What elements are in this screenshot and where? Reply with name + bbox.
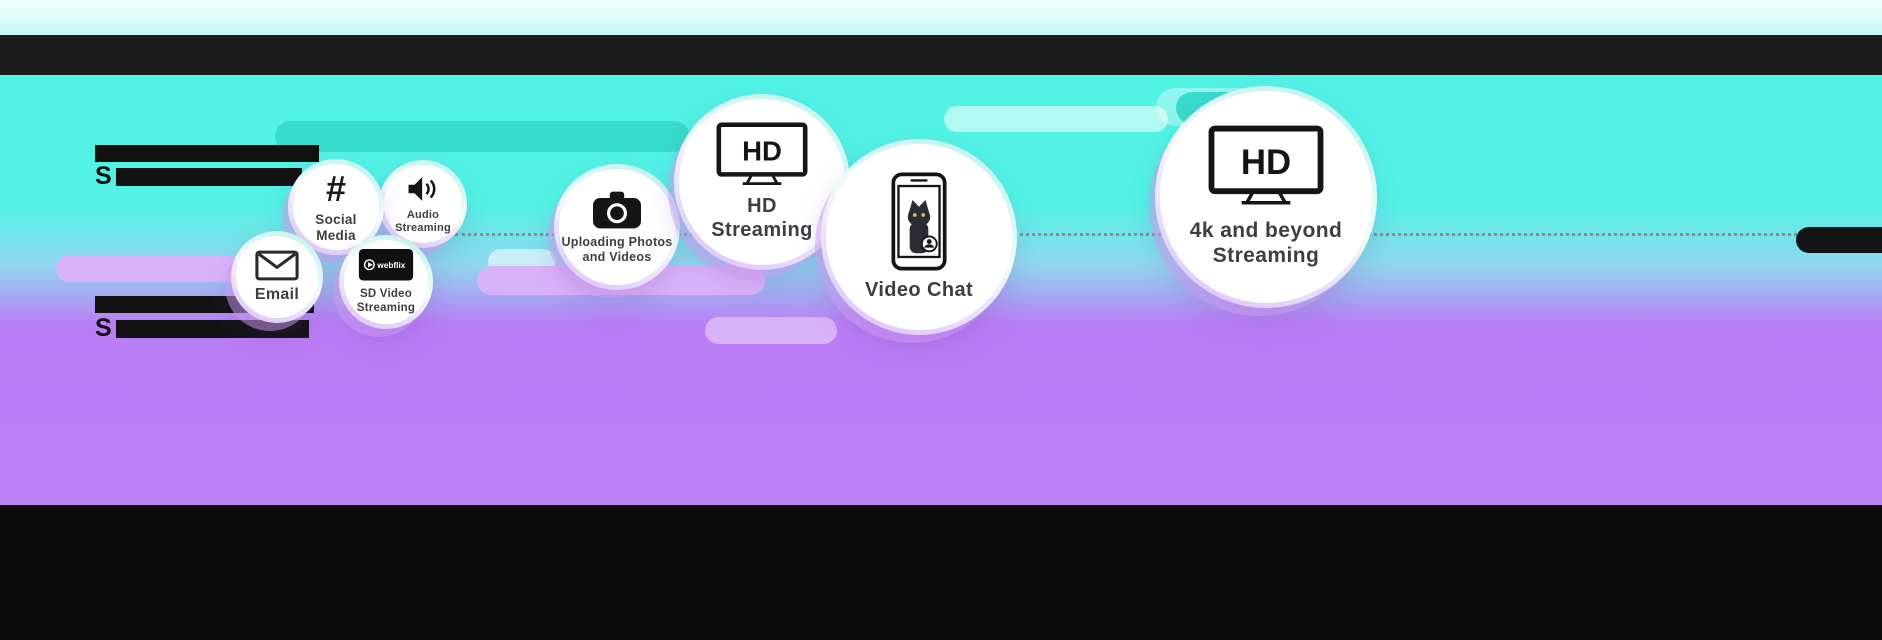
bubble-label: 4k and beyond Streaming — [1189, 219, 1343, 267]
bubble-email: Email — [231, 231, 323, 323]
webflix-screen-text: webflix — [376, 260, 406, 270]
bubble-label: HD Streaming — [711, 194, 813, 241]
bubble-uploading-photos: Uploading Photos and Videos — [554, 164, 680, 290]
hd-icon-text: HD — [742, 136, 782, 167]
bubble-sd-video-streaming: webflix SD Video Streaming — [339, 235, 433, 329]
redacted-text-row: S — [95, 314, 310, 343]
hd-tv-icon: HD — [1208, 125, 1324, 211]
bubble-label: SD Video Streaming — [356, 288, 416, 314]
bubble-label: Video Chat — [864, 278, 974, 301]
redacted-text-row: S — [95, 162, 303, 191]
speaker-icon — [406, 174, 440, 204]
bubble-social-media: # Social Media — [288, 159, 384, 255]
envelope-icon — [255, 250, 299, 281]
bubble-label: Audio Streaming — [395, 208, 451, 234]
redacted-text-bar — [116, 319, 310, 338]
bubble-4k-streaming: HD 4k and beyond Streaming — [1155, 86, 1377, 308]
decor-pill-light-purple — [705, 317, 837, 344]
redacted-letter-s: S — [95, 314, 113, 342]
hd-tv-icon: HD — [716, 122, 808, 190]
bubble-label: Uploading Photos and Videos — [561, 234, 673, 264]
decor-pill-teal — [275, 121, 690, 152]
redacted-letter-s: S — [95, 162, 113, 190]
redacted-text-bar — [116, 167, 303, 186]
bubble-video-chat: Video Chat — [821, 139, 1017, 335]
bubble-label: Email — [254, 285, 300, 303]
webflix-screen-icon: webflix — [358, 248, 414, 285]
redacted-text-bar — [95, 145, 319, 162]
phone-video-chat-icon — [891, 172, 947, 271]
top-light-strip — [0, 0, 1882, 35]
bubble-label: Social Media — [315, 211, 357, 243]
decor-pill-light-cyan — [944, 106, 1168, 132]
hashtag-icon: # — [325, 167, 347, 209]
decor-pill-light-purple — [56, 255, 258, 282]
bubble-audio-streaming: Audio Streaming — [379, 160, 467, 248]
decor-pill-black — [1796, 227, 1882, 253]
camera-icon — [592, 190, 642, 230]
top-black-banner — [0, 35, 1882, 75]
bottom-black-band — [0, 505, 1882, 640]
bubble-hd-streaming: HD HD Streaming — [674, 94, 850, 270]
hd-icon-text: HD — [1241, 143, 1291, 182]
